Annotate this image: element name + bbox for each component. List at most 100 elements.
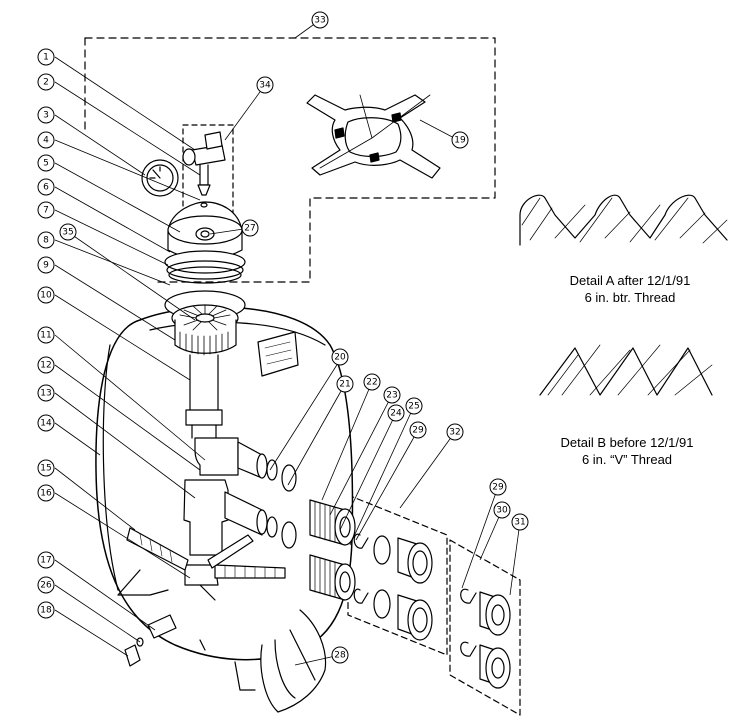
callout-number: 28 — [334, 651, 346, 661]
callout-circle — [37, 414, 55, 432]
callout-2: 2 — [37, 73, 55, 91]
callout-number: 12 — [40, 361, 51, 371]
bulkhead-lower-bore — [339, 571, 351, 593]
wrench-tab-1 — [334, 127, 345, 139]
group-33-outline — [84, 37, 496, 283]
callout-number: 33 — [314, 16, 325, 26]
callout-number: 5 — [43, 159, 49, 169]
callout-number: 18 — [40, 606, 52, 616]
callout-number: 34 — [259, 81, 271, 91]
lower-pipe — [224, 491, 263, 536]
callout-circle — [409, 421, 427, 439]
callout-29: 29 — [409, 421, 427, 439]
lateral-back — [207, 534, 254, 569]
union-nut-lower-bore — [412, 607, 428, 633]
callout-4: 4 — [37, 131, 55, 149]
callout-circle — [451, 131, 469, 149]
callout-15: 15 — [37, 459, 55, 477]
callout-circle — [37, 384, 55, 402]
detail-b-title: Detail B before 12/1/91 — [560, 435, 694, 450]
valve-stem — [199, 164, 209, 186]
callout-circle — [37, 459, 55, 477]
callout-13: 13 — [37, 384, 55, 402]
valve-nozzle — [197, 184, 211, 196]
lateral-right — [214, 564, 286, 579]
callout-circle — [446, 423, 464, 441]
group-32-outline — [347, 494, 448, 656]
callout-23: 23 — [383, 386, 401, 404]
callout-number: 1 — [43, 53, 49, 63]
clip-upper — [353, 533, 369, 549]
callout-number: 8 — [43, 236, 49, 246]
callout-number: 26 — [40, 581, 52, 591]
callout-circle — [405, 397, 423, 415]
callout-circle — [37, 484, 55, 502]
callout-5: 5 — [37, 154, 55, 172]
callout-24: 24 — [387, 404, 405, 422]
ring-lower-1 — [266, 516, 278, 538]
callout-number: 9 — [43, 261, 49, 271]
callout-number: 16 — [40, 489, 52, 499]
callout-18: 18 — [37, 601, 55, 619]
gauge-oring — [200, 202, 208, 208]
fitting-30-lower-face — [485, 647, 511, 689]
diffuser-fins — [179, 331, 229, 356]
callout-circle — [511, 513, 529, 531]
callout-35: 35 — [59, 223, 77, 241]
callout-20: 20 — [331, 348, 349, 366]
callout-number: 10 — [40, 291, 52, 301]
group-30-outline — [449, 539, 521, 716]
detail-b-subtitle: 6 in. “V” Thread — [581, 452, 673, 467]
callout-number: 31 — [514, 518, 525, 528]
callout-number: 3 — [43, 111, 49, 121]
callout-number: 15 — [40, 464, 51, 474]
union-nut-upper-bore — [412, 550, 428, 576]
clip-lower — [353, 588, 369, 604]
callout-number: 19 — [454, 136, 466, 146]
callout-number: 11 — [40, 331, 51, 341]
callout-number: 35 — [62, 228, 73, 238]
callout-10: 10 — [37, 286, 55, 304]
tank-shoulder — [149, 321, 326, 346]
detail-a-thread — [519, 194, 728, 246]
callout-circle — [493, 501, 511, 519]
standpipe-coupling — [185, 409, 223, 426]
detail-a-hatch — [521, 197, 728, 244]
callout-21: 21 — [336, 375, 354, 393]
upper-elbow — [194, 437, 239, 476]
callout-circle — [363, 373, 381, 391]
callout-circle — [241, 219, 259, 237]
lower-pipe-end — [256, 509, 268, 535]
callout-circle — [37, 356, 55, 374]
callout-circle — [331, 646, 349, 664]
callout-circle — [59, 223, 77, 241]
detail-a-subtitle: 6 in. btr. Thread — [584, 290, 676, 305]
clip-30-upper — [460, 588, 477, 604]
callout-12: 12 — [37, 356, 55, 374]
label-plate — [257, 331, 299, 377]
leader-lines — [54, 19, 521, 666]
diffuser-spokes — [179, 304, 231, 331]
callout-number: 23 — [386, 391, 397, 401]
bulkhead-lower-face — [334, 563, 356, 601]
detail-b-hatch — [547, 344, 713, 396]
callout-number: 14 — [40, 419, 52, 429]
bulkhead-lower-threads — [314, 556, 336, 598]
callout-circle — [37, 231, 55, 249]
upper-pipe-end — [256, 453, 268, 479]
callout-number: 29 — [492, 483, 504, 493]
callout-circle — [37, 201, 55, 219]
callout-number: 32 — [449, 428, 460, 438]
tank-base-stand-inner — [274, 629, 316, 699]
detail-b-thread — [539, 347, 713, 396]
fitting-30-lower-bore — [491, 657, 505, 679]
callout-circle — [37, 601, 55, 619]
callout-number: 30 — [496, 506, 508, 516]
callout-circle — [37, 106, 55, 124]
callout-circle — [37, 326, 55, 344]
union-nut-upper-face — [407, 542, 433, 584]
bulkhead-upper-threads — [314, 501, 336, 543]
oring-lower — [373, 589, 391, 619]
callout-number: 13 — [40, 389, 51, 399]
